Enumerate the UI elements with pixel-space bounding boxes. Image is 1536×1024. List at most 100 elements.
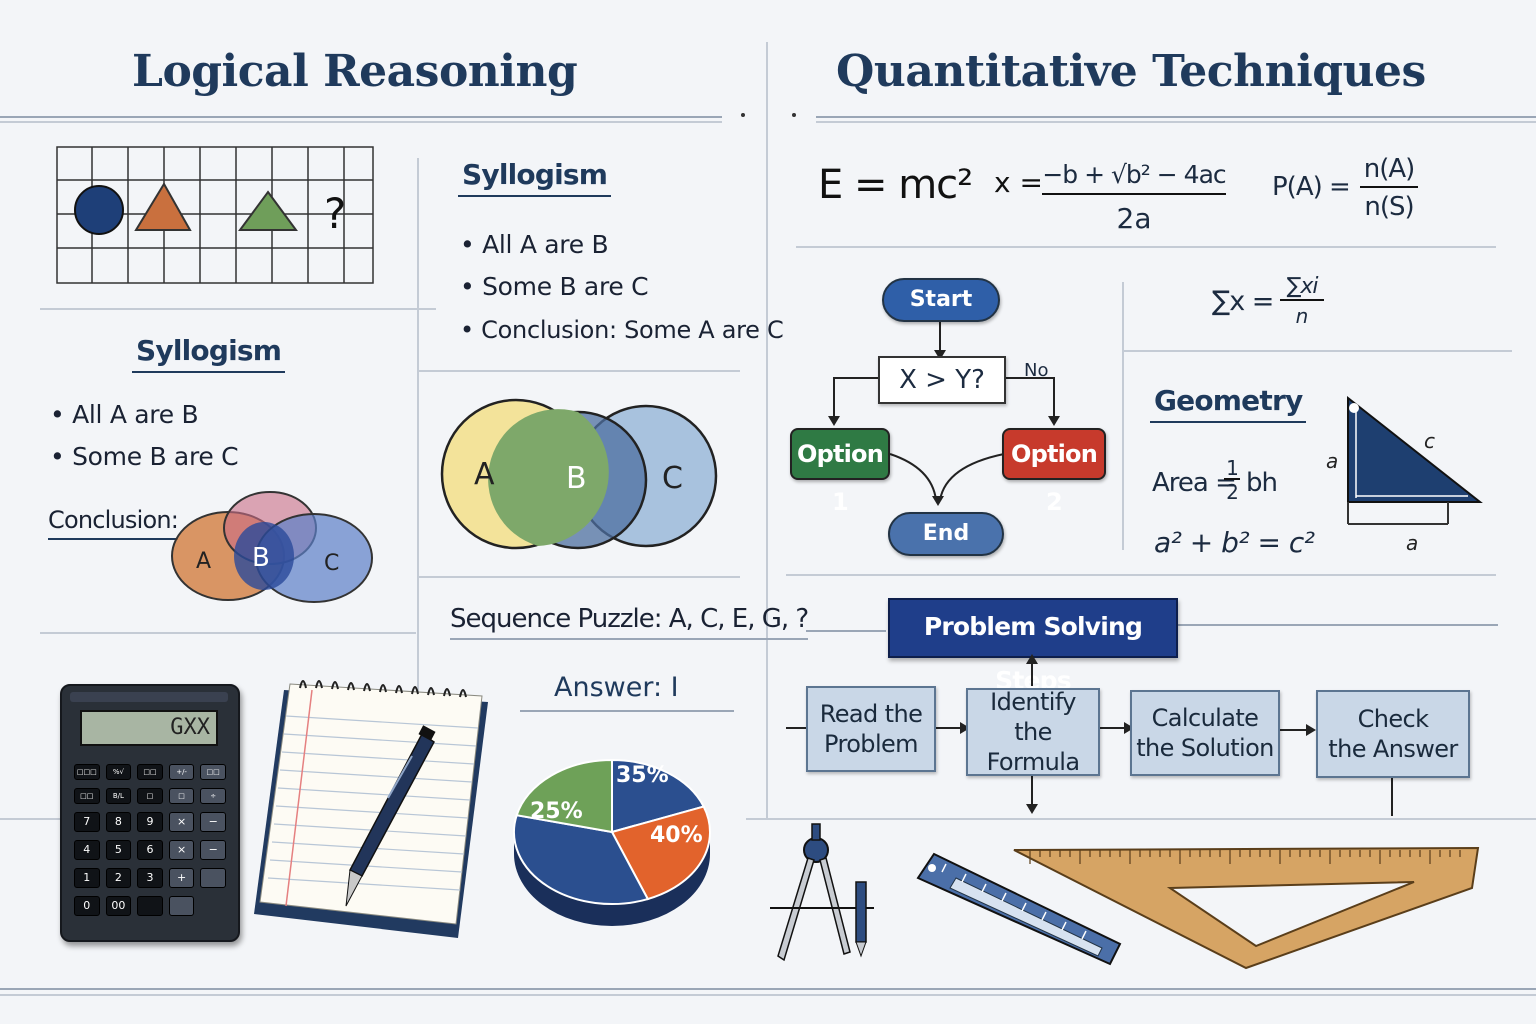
pen-icon [345,725,436,907]
calculator-key[interactable]: □ [168,788,195,804]
flowchart-option2: Option 2 [1002,428,1106,516]
divider [418,576,740,578]
area-lhs: Area = [1152,468,1237,498]
calculator-key[interactable]: − [200,812,226,832]
calculator-key[interactable]: □ [137,788,163,804]
calculator-key[interactable] [200,868,226,888]
calculator-key[interactable]: □□ [137,764,163,780]
calculator-key[interactable]: 5 [105,840,132,860]
calculator-key[interactable] [168,896,195,916]
formula-pythagoras: a² + b² = c² [1154,526,1315,559]
dot [792,113,796,117]
quadratic-denominator: 2a [1116,202,1152,235]
prob-numerator: n(A) [1360,154,1418,188]
set-square-icon [1013,846,1480,970]
syllogism-item: • Conclusion: Some A are C [460,316,784,344]
divider [806,630,886,632]
syllogism-heading-left: Syllogism [132,334,286,373]
flowchart-decision: X > Y? [878,356,1006,404]
calculator-key[interactable]: 6 [137,840,163,860]
calculator-key[interactable]: ÷ [200,788,226,804]
quadratic-lhs: x = [994,166,1043,199]
calculator-key[interactable]: 8 [105,812,132,832]
calculator-key[interactable]: B/L [105,788,132,804]
flowchart-no-label: No [1024,360,1049,381]
divider [786,574,1496,576]
flowchart-connectors [828,322,1060,506]
calculator-key[interactable]: □□ [74,788,100,804]
venn-label: A [196,549,211,574]
circle-shape [74,185,124,235]
calculator-key[interactable]: 0 [74,896,100,916]
divider [796,246,1496,248]
calculator-key[interactable]: − [200,840,226,860]
answer-label: Answer: [554,672,663,703]
divider [40,308,436,310]
calculator-key[interactable]: 00 [105,896,132,916]
side-a-left: a [1326,449,1338,473]
sequence-puzzle: Sequence Puzzle: A, C, E, G, ? [450,604,809,640]
calculator-key[interactable]: 4 [74,840,100,860]
syllogism-item: • All A are B [460,230,609,259]
title-underline-right-2 [816,121,1536,123]
prob-denominator: n(S) [1364,192,1414,222]
venn-label: C [324,551,339,576]
pattern-puzzle-grid: ? [56,146,374,284]
syllogism-item: • Some B are C [460,272,649,301]
calculator-key[interactable]: 2 [105,868,132,888]
calculator-key[interactable]: × [168,812,195,832]
calculator-key[interactable]: 7 [74,812,100,832]
calculator-key[interactable]: □□□ [74,764,100,780]
side-a-bottom: a [1406,531,1418,555]
center-divider [766,42,768,818]
title-underline-left-2 [0,121,722,123]
area-numerator: 1 [1224,458,1240,480]
conclusion-label: Conclusion: [48,506,179,540]
area-rhs: bh [1246,468,1278,498]
flowchart-end: End [888,512,1004,556]
calculator-key[interactable]: %√ [105,764,132,780]
calculator-key[interactable]: 3 [137,868,163,888]
quadratic-numerator: −b + √b² − 4ac [1042,160,1227,195]
pie-slice-base [513,814,650,905]
answer-value: I [670,672,679,703]
right-triangle: a c a [1326,395,1483,555]
flowchart-option1: Option 1 [790,428,890,516]
venn-label: B [566,461,587,496]
calculator-display: GXX [80,710,218,746]
pie-label-35: 35% [616,763,669,788]
ruler-icon [916,852,1122,966]
venn-diagram-small: A B C [171,491,373,603]
pie-slice-35 [611,758,706,834]
calculator-key[interactable]: × [168,840,195,860]
calculator-key[interactable]: 1 [74,868,100,888]
calculator-key[interactable]: +/- [168,764,195,780]
divider [1122,282,1124,550]
calculator-key[interactable]: + [168,868,195,888]
venn-diagram-large: A B C [440,398,718,550]
calculator-key[interactable] [137,896,163,916]
answer-underline [520,710,734,712]
prob-lhs: P(A) = [1272,172,1351,202]
flowchart-start: Start [882,278,1000,322]
divider [40,632,416,634]
calculator-top [70,692,228,702]
calculator-key[interactable]: 9 [137,812,163,832]
sequence-value: A, C, E, G, ? [668,604,809,634]
venn-label: B [252,543,270,573]
pie-chart: 35% 40% 25% [513,758,711,926]
question-mark: ? [324,189,346,238]
calculator-key[interactable]: □□ [200,764,226,780]
triangle-shape-orange [134,182,192,231]
title-underline-left [0,116,722,118]
